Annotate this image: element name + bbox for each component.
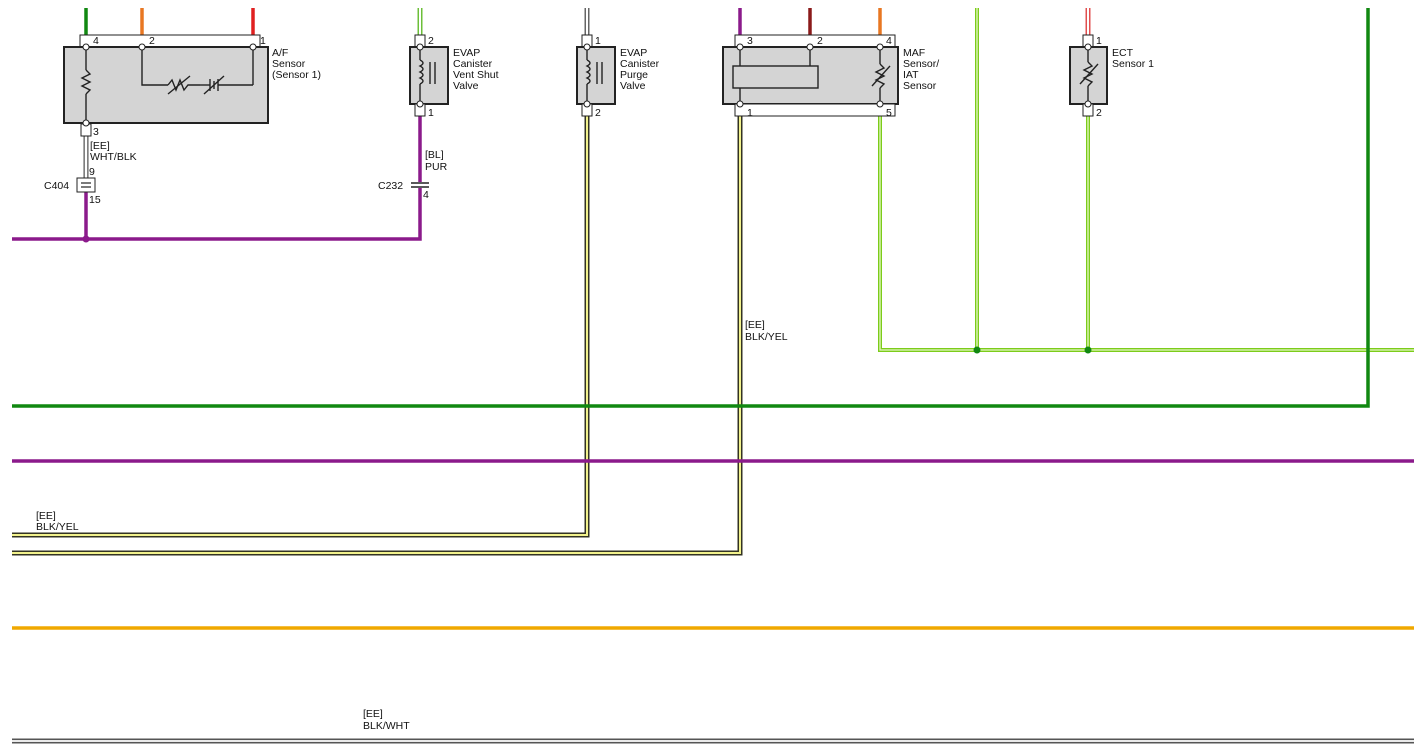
maf-pin-label: 3 bbox=[747, 35, 753, 47]
evap-purge-name: EVAP bbox=[620, 47, 647, 59]
wire-green-bus bbox=[12, 8, 1370, 408]
evap-vent-pin-label: 1 bbox=[428, 107, 434, 119]
af-sensor-name: (Sensor 1) bbox=[272, 69, 321, 81]
maf-pin-label: 1 bbox=[747, 107, 753, 119]
wire-color-label: BLK/YEL bbox=[745, 331, 788, 343]
evap-vent-pin-label: 2 bbox=[428, 35, 434, 47]
evap-purge-pin-label: 1 bbox=[595, 35, 601, 47]
wire-harness-label: [EE] bbox=[363, 708, 383, 720]
ect-pin-label: 2 bbox=[1096, 107, 1102, 119]
af-pin-label: 2 bbox=[149, 35, 155, 47]
c232-label: C232 bbox=[378, 180, 403, 192]
c404-label: C404 bbox=[44, 180, 69, 192]
evap-purge-name: Canister bbox=[620, 58, 660, 70]
c404-pin-bottom: 15 bbox=[89, 194, 101, 206]
ect-sensor-name: Sensor 1 bbox=[1112, 58, 1154, 70]
maf-sensor-name: IAT bbox=[903, 69, 919, 81]
af-pin-label: 1 bbox=[260, 35, 266, 47]
af-sensor-name: Sensor bbox=[272, 58, 306, 70]
evap-purge-valve: 1 2 EVAP Canister Purge Valve bbox=[576, 34, 660, 119]
ect-pin-label: 1 bbox=[1096, 35, 1102, 47]
maf-sensor: 3 2 4 1 5 MAF Sensor/ IAT Sensor bbox=[722, 34, 939, 119]
wire-purple-ground-bus bbox=[12, 188, 422, 241]
maf-pin-label: 2 bbox=[817, 35, 823, 47]
wire-harness-label: [EE] bbox=[90, 140, 110, 152]
evap-vent-name: Vent Shut bbox=[453, 69, 499, 81]
splice-dot bbox=[1084, 346, 1092, 354]
evap-vent-valve: 2 1 EVAP Canister Vent Shut Valve bbox=[409, 34, 499, 119]
ect-sensor: 1 2 ECT Sensor 1 bbox=[1069, 34, 1154, 119]
c404-pin-top: 9 bbox=[89, 166, 95, 178]
maf-pin-label: 5 bbox=[886, 107, 892, 119]
ect-sensor-name: ECT bbox=[1112, 47, 1134, 59]
maf-pin-label: 4 bbox=[886, 35, 892, 47]
wire-harness-label: [EE] bbox=[36, 510, 56, 522]
evap-vent-name: Canister bbox=[453, 58, 493, 70]
evap-purge-name: Valve bbox=[620, 80, 646, 92]
af-sensor: 4 2 1 3 A/F Sensor (Sensor 1) bbox=[63, 34, 321, 138]
af-connector-top bbox=[79, 34, 261, 48]
af-sensor-name: A/F bbox=[272, 47, 288, 59]
wire-harness-label: [EE] bbox=[745, 319, 765, 331]
evap-vent-name: EVAP bbox=[453, 47, 480, 59]
evap-purge-name: Purge bbox=[620, 69, 648, 81]
af-pin-label: 4 bbox=[93, 35, 99, 47]
wire-color-label: PUR bbox=[425, 161, 448, 173]
wire-color-label: WHT/BLK bbox=[90, 151, 137, 163]
wire-sensor-ground-bus bbox=[878, 8, 1414, 352]
maf-sensor-name: Sensor/ bbox=[903, 58, 939, 70]
maf-sensor-name: Sensor bbox=[903, 80, 937, 92]
evap-purge-pin-label: 2 bbox=[595, 107, 601, 119]
evap-vent-name: Valve bbox=[453, 80, 479, 92]
wire-maf-blk-yel bbox=[12, 116, 743, 556]
maf-sensor-name: MAF bbox=[903, 47, 925, 59]
wire-harness-label: [BL] bbox=[425, 149, 444, 161]
wire-purge-blk-yel bbox=[12, 116, 590, 538]
c232-pin: 4 bbox=[423, 189, 429, 201]
c232-connector: C232 4 bbox=[378, 180, 429, 201]
wire-color-label: BLK/WHT bbox=[363, 720, 410, 732]
splice-dot bbox=[82, 235, 90, 243]
c404-connector: C404 9 15 bbox=[44, 166, 101, 206]
wire-color-label: BLK/YEL bbox=[36, 521, 79, 533]
splice-dot bbox=[973, 346, 981, 354]
af-pin-label: 3 bbox=[93, 126, 99, 138]
